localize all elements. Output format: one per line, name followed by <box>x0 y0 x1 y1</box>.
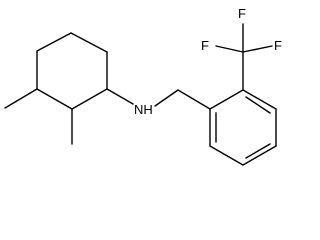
c-f-bond-right <box>242 45 273 53</box>
fluorine-label-right: F <box>274 38 282 53</box>
methyl-bond-left <box>4 88 38 109</box>
ring-bond <box>242 145 277 166</box>
ring-bond <box>209 145 244 166</box>
aromatic-double-bond <box>245 143 271 159</box>
methylene-to-ring-bond <box>177 89 211 110</box>
fluorine-label-top: F <box>238 6 246 21</box>
cyclohexane-ring <box>36 32 108 110</box>
aromatic-double-bond <box>245 96 271 114</box>
benzene-ring <box>209 89 277 166</box>
ring-bond <box>36 32 72 52</box>
molecule-structure: NH F F F <box>4 6 282 166</box>
ring-to-amine-bond <box>106 88 134 105</box>
fluorine-label-left: F <box>201 38 209 53</box>
amine-to-methylene-bond <box>154 89 179 107</box>
ring-bond <box>209 89 244 110</box>
ring-bond <box>70 32 108 53</box>
c-f-bond-left <box>215 45 244 53</box>
ring-bond <box>242 89 277 110</box>
ring-bond <box>36 88 73 110</box>
ring-bond <box>71 88 108 110</box>
amine-label: NH <box>134 102 153 117</box>
